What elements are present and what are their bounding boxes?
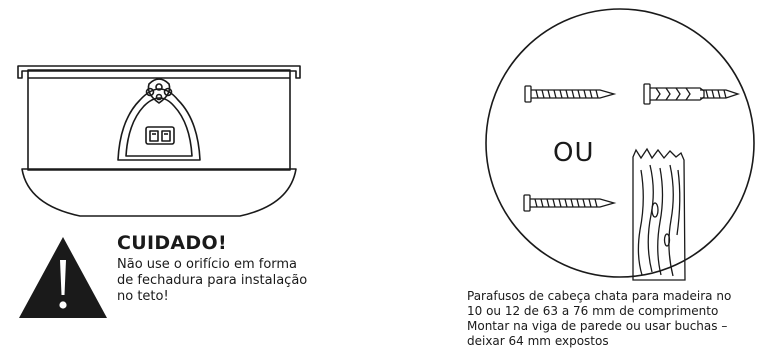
or-label: OU bbox=[553, 138, 595, 168]
wood-screw-icon-top bbox=[524, 85, 617, 103]
caption-line-1: Parafusos de cabeça chata para madeira n… bbox=[467, 289, 732, 303]
unit-housing bbox=[27, 69, 291, 171]
unit-top-lip bbox=[17, 65, 301, 79]
wall-anchor-icon bbox=[643, 83, 741, 105]
hardware-circle bbox=[485, 8, 755, 278]
caption-line-2: 10 ou 12 de 63 a 76 mm de comprimento bbox=[467, 304, 719, 318]
warning-triangle-icon bbox=[19, 237, 107, 318]
warning-text-line-1: Não use o orifício em forma bbox=[117, 257, 298, 272]
warning-title: CUIDADO! bbox=[117, 232, 227, 254]
wood-screw-icon-bottom bbox=[523, 194, 617, 212]
warning-text-line-2: de fechadura para instalação bbox=[117, 273, 308, 288]
unit-bottom-dome bbox=[21, 168, 297, 217]
caption-line-3: Montar na viga de parede ou usar buchas … bbox=[467, 319, 728, 333]
wood-stud-icon bbox=[632, 147, 686, 281]
terminal-block bbox=[145, 126, 175, 145]
keyhole-slot bbox=[147, 78, 171, 104]
caption-line-4: deixar 64 mm expostos bbox=[467, 334, 609, 348]
warning-text-line-3: no teto! bbox=[117, 289, 169, 304]
